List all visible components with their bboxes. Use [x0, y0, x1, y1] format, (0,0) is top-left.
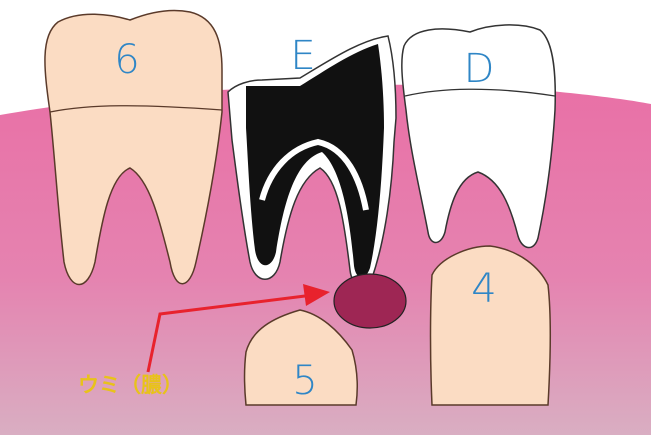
- label-tooth-d: D: [464, 46, 495, 92]
- label-tooth-e: E: [290, 33, 315, 79]
- pus-callout-label: ウミ（膿）: [78, 373, 183, 397]
- label-tooth-4: 4: [471, 266, 496, 312]
- label-tooth-6: 6: [114, 37, 139, 83]
- label-tooth-5: 5: [292, 358, 317, 404]
- pus-pocket: [334, 274, 406, 328]
